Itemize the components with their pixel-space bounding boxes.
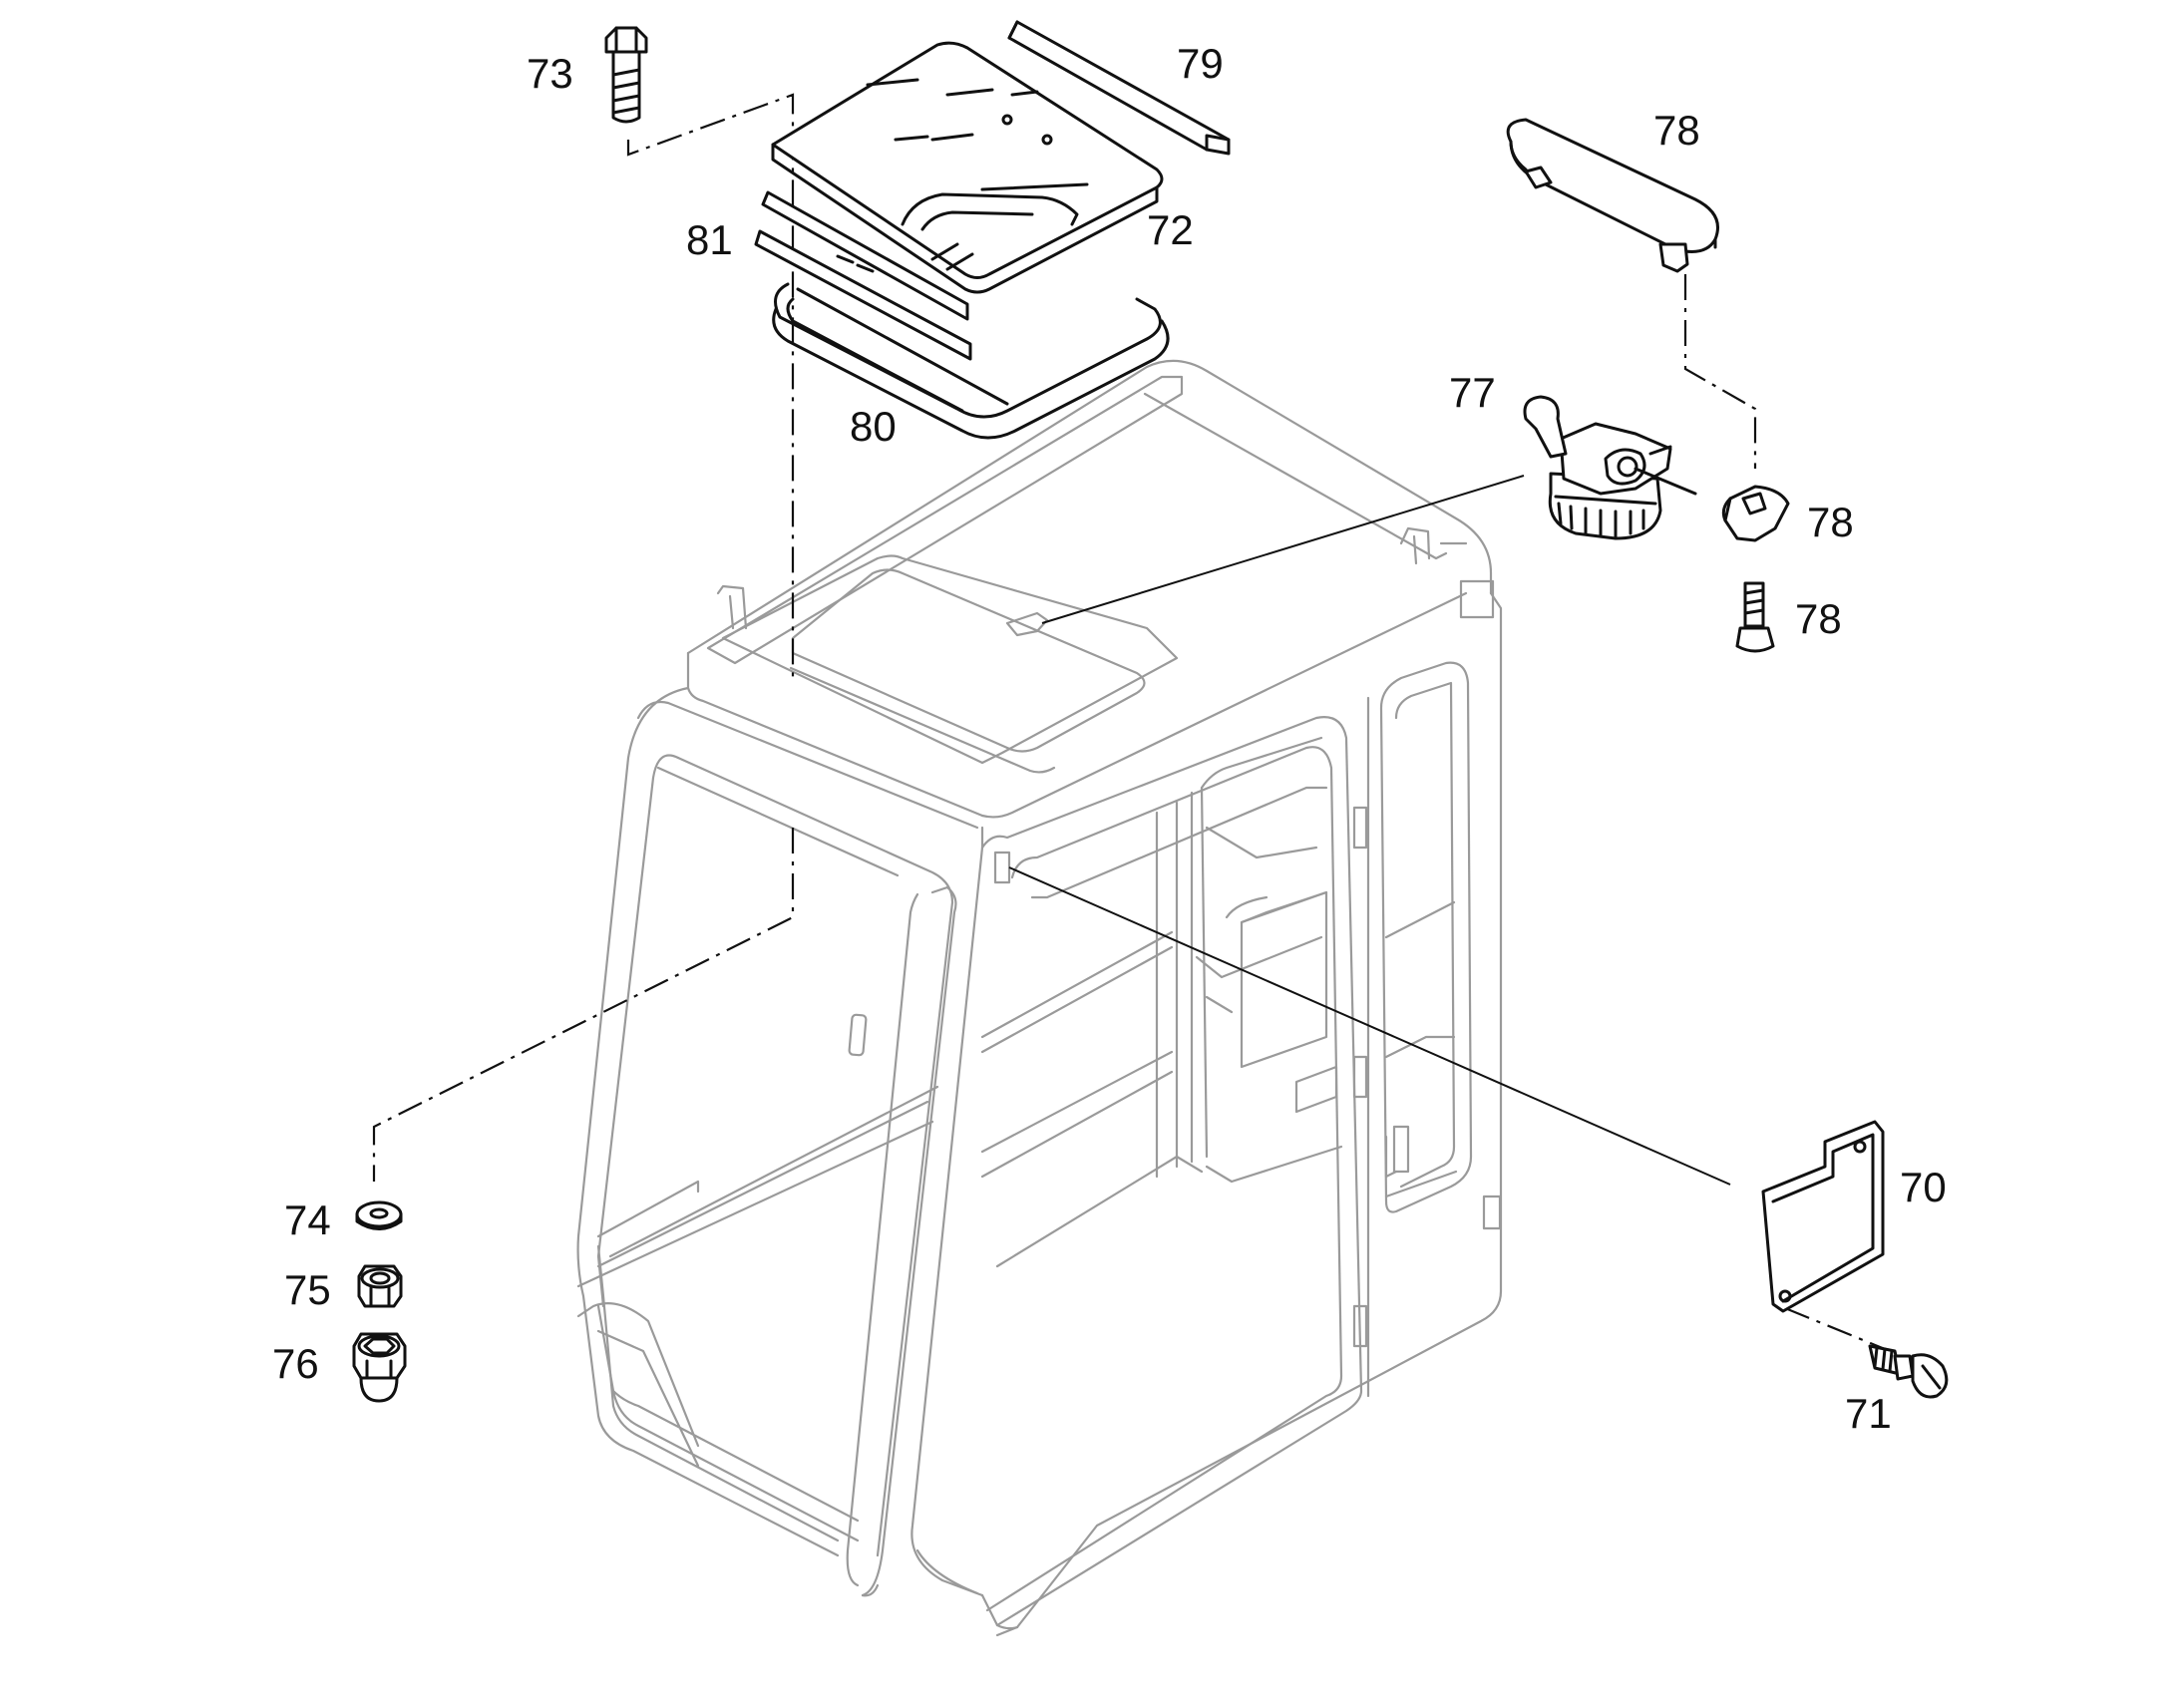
part-72-glass-panel-icon xyxy=(771,41,1164,294)
label-part-81: 81 xyxy=(686,216,733,263)
part-77-latch-handle-icon xyxy=(1523,395,1697,540)
label-part-74: 74 xyxy=(284,1196,331,1243)
label-part-80: 80 xyxy=(850,403,897,450)
part-79-seal-strip-icon xyxy=(1007,20,1231,156)
label-part-72: 72 xyxy=(1147,206,1194,253)
part-76-cap-nut-icon xyxy=(352,1332,407,1403)
label-part-75: 75 xyxy=(284,1266,331,1313)
label-part-78-bracket: 78 xyxy=(1807,499,1854,545)
part-70-cover-plate-icon xyxy=(1761,1120,1885,1313)
label-part-78-cover: 78 xyxy=(1653,107,1700,154)
part-75-nut-icon xyxy=(357,1264,403,1308)
assembly-lines xyxy=(372,93,1891,1353)
part-78-latch-bracket-icon xyxy=(1721,485,1790,542)
part-71-self-tapping-screw-icon xyxy=(1868,1344,1949,1399)
label-part-70: 70 xyxy=(1900,1164,1947,1210)
label-part-73: 73 xyxy=(527,50,573,97)
part-78-screw-icon xyxy=(1735,581,1775,653)
label-part-71: 71 xyxy=(1845,1390,1892,1437)
part-78-cover-cap-icon xyxy=(1506,118,1719,273)
label-part-76: 76 xyxy=(272,1340,319,1387)
part-74-washer-icon xyxy=(355,1200,403,1230)
leader-lines xyxy=(1008,475,1731,1186)
part-81-gasket-icon xyxy=(754,190,1079,361)
cab-body xyxy=(576,359,1503,1637)
label-part-78-screw: 78 xyxy=(1795,595,1842,642)
part-73-bolt-icon xyxy=(604,26,648,124)
part-80-window-frame-icon xyxy=(772,282,1170,440)
part-number-labels: 73 79 78 81 72 80 77 78 78 70 71 74 75 7… xyxy=(272,40,1947,1437)
label-part-79: 79 xyxy=(1177,40,1224,87)
label-part-77: 77 xyxy=(1449,369,1496,416)
